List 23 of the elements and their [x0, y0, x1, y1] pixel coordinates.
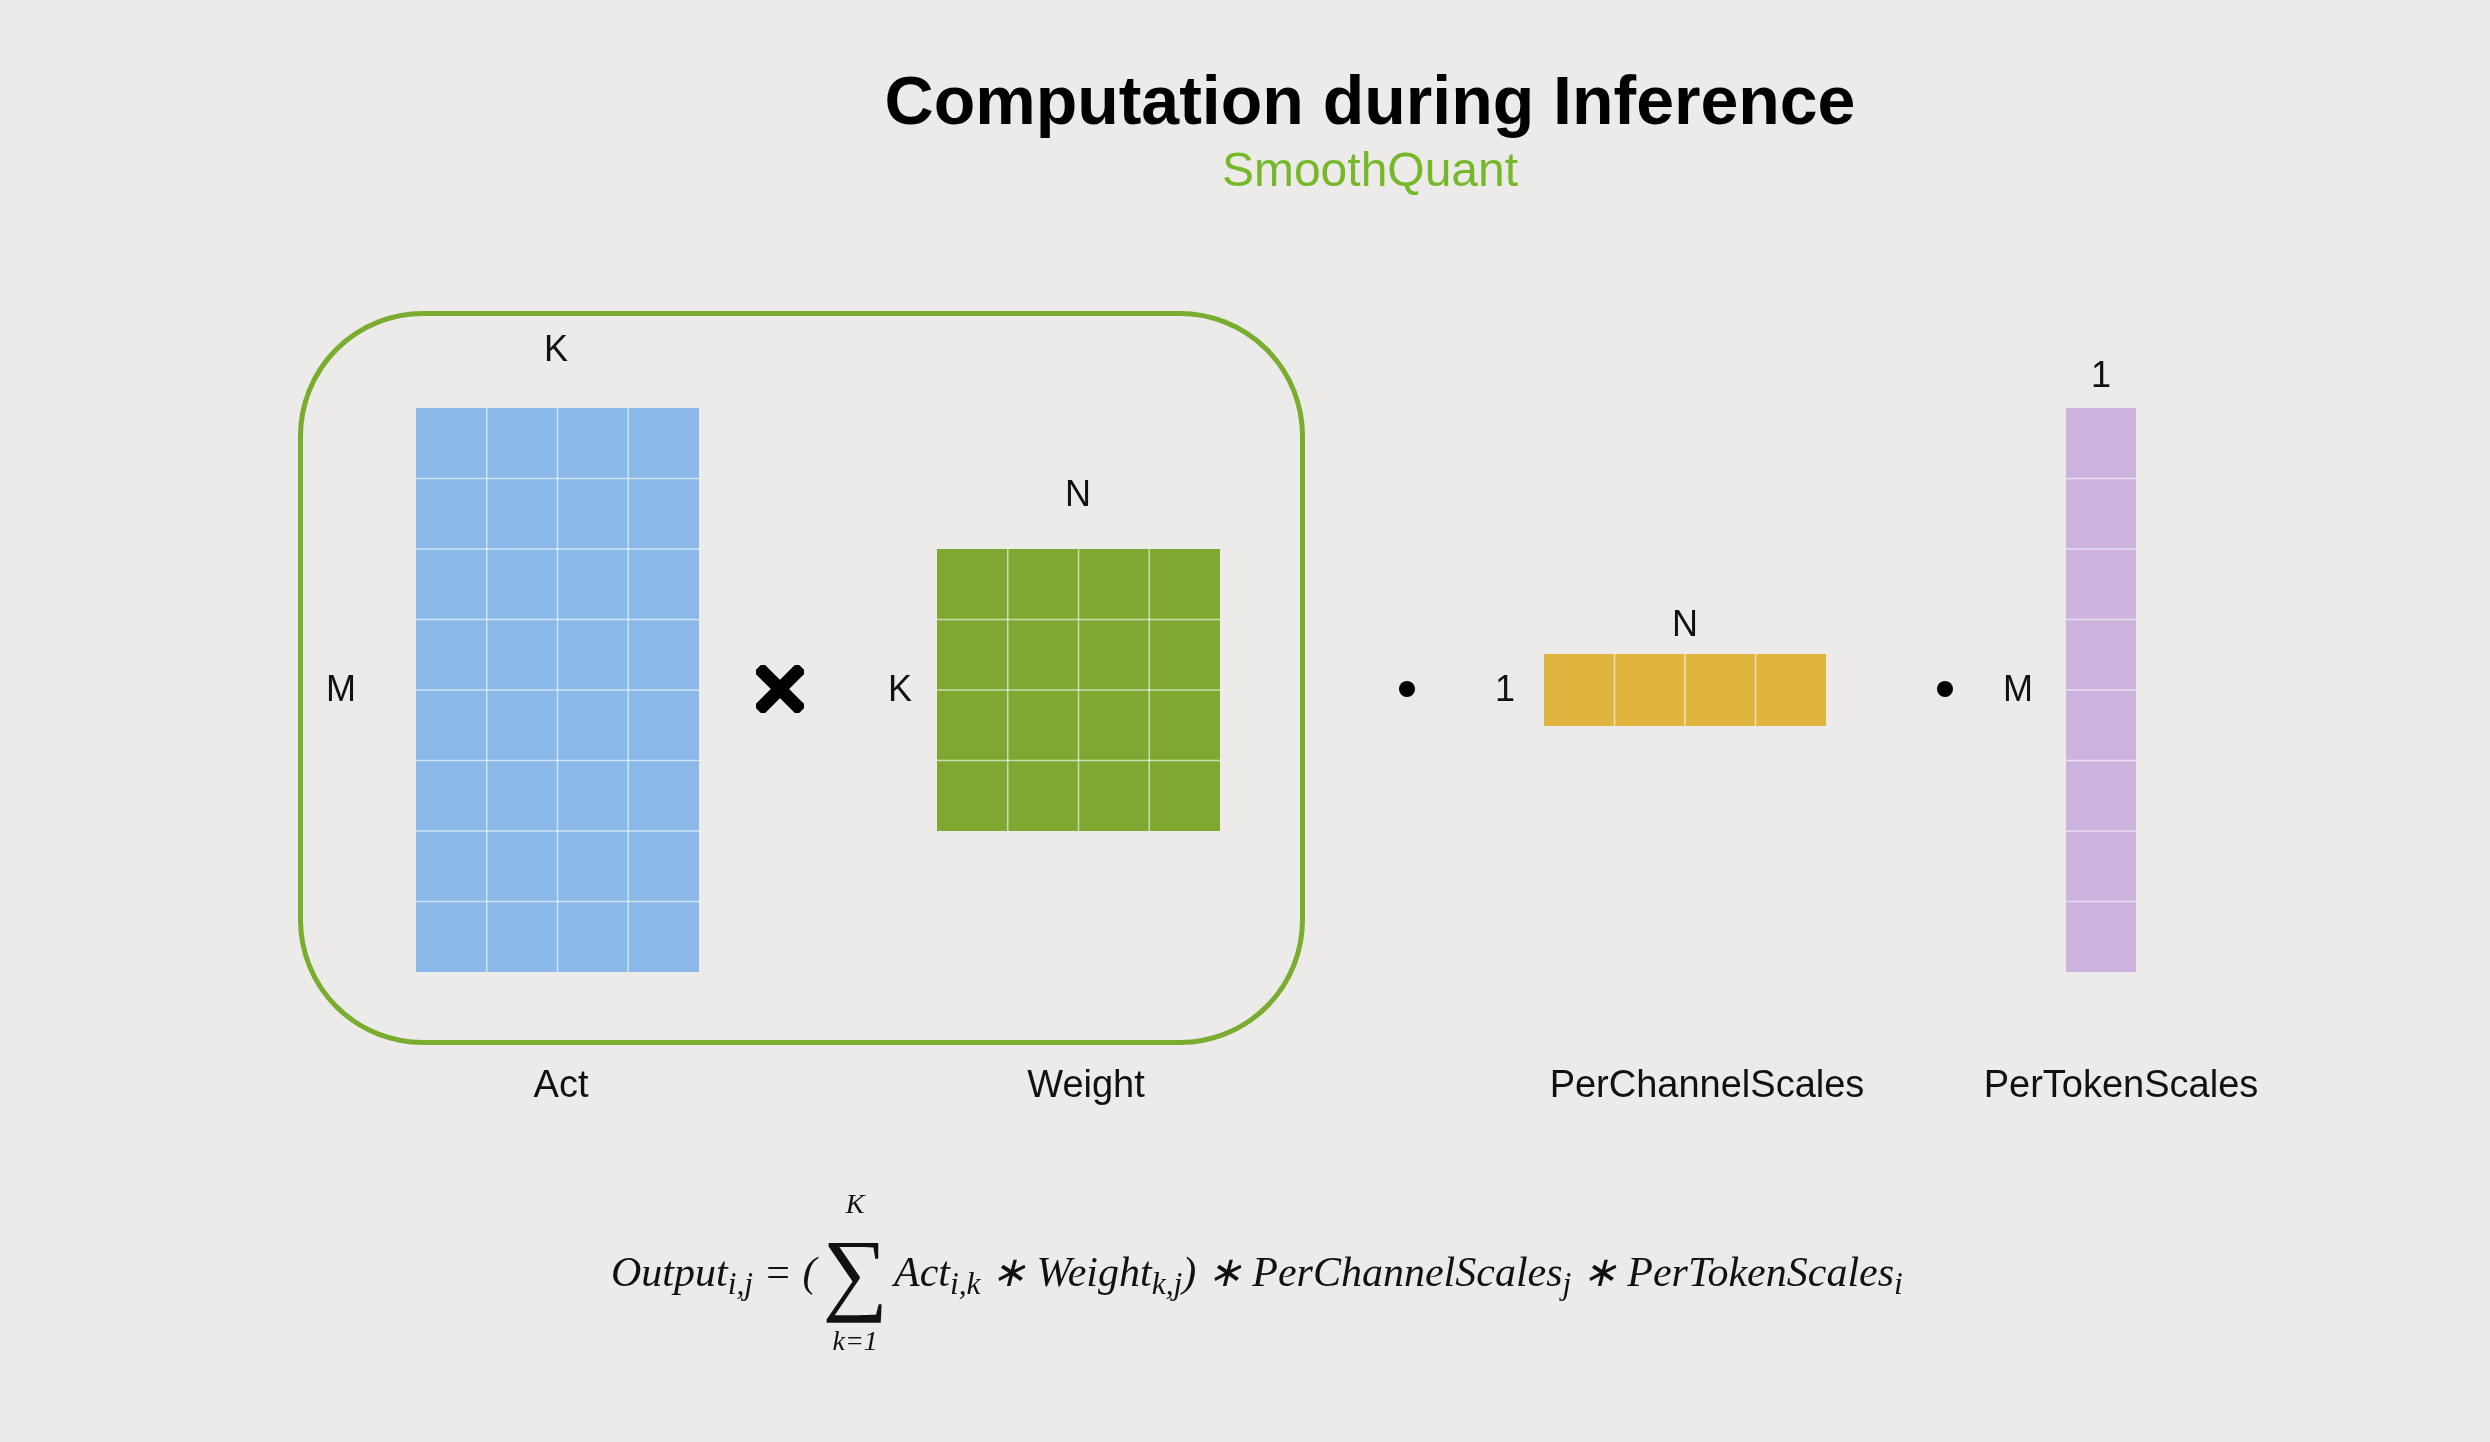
rounded-frame [298, 311, 1305, 1045]
dimension-label: K [544, 328, 568, 370]
matrix-label: Act [533, 1063, 589, 1107]
column-vector [2066, 408, 2136, 972]
dimension-label: M [326, 668, 356, 710]
dimension-label: K [888, 668, 912, 710]
dimension-label: 1 [1495, 668, 1515, 710]
dimension-label: N [1672, 603, 1698, 645]
sum-lower-limit: k=1 [832, 1323, 878, 1358]
subtitle: SmoothQuant [1221, 142, 1519, 198]
matrix-grid [416, 408, 699, 972]
dimension-label: M [2003, 668, 2033, 710]
dimension-label: 1 [2091, 354, 2111, 396]
vector-label: PerChannelScales [1549, 1063, 1865, 1107]
formula-text: Output$_{i,j}$ = ( [611, 1247, 817, 1303]
dimension-label: N [1065, 473, 1091, 515]
vector-label: PerTokenScales [1983, 1063, 2259, 1107]
sum-upper-limit: K [845, 1186, 865, 1221]
sum-symbol: ∑ [822, 1220, 888, 1324]
title: Computation during Inference [884, 60, 1856, 140]
row-vector [1544, 654, 1826, 726]
matrix-grid [937, 549, 1220, 831]
matrix-label: Weight [1027, 1063, 1145, 1107]
